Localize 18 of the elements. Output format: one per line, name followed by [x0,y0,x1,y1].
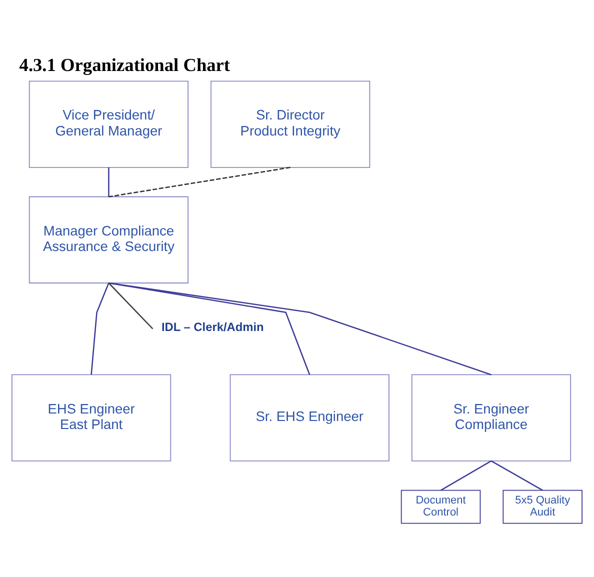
connector [108,282,310,375]
diagram-title: 4.3.1 Organizational Chart [19,55,230,76]
node-box: Vice President/ General Manager [28,80,189,168]
node-box: Document Control [400,490,481,524]
connector [108,167,110,197]
node-box: Sr. Engineer Compliance [411,374,572,462]
node-box: 5x5 Quality Audit [502,490,583,524]
node-box: EHS Engineer East Plant [11,374,172,462]
connector [490,460,543,491]
connector [440,460,492,491]
node-box: Sr. Director Product Integrity [210,80,370,168]
node-box: Manager Compliance Assurance & Security [28,196,189,284]
connector [108,166,290,198]
connector [108,282,492,376]
connector [90,282,110,375]
node-box: Sr. EHS Engineer [230,374,390,462]
node-text: IDL – Clerk/Admin [161,320,264,334]
connector [108,282,154,330]
